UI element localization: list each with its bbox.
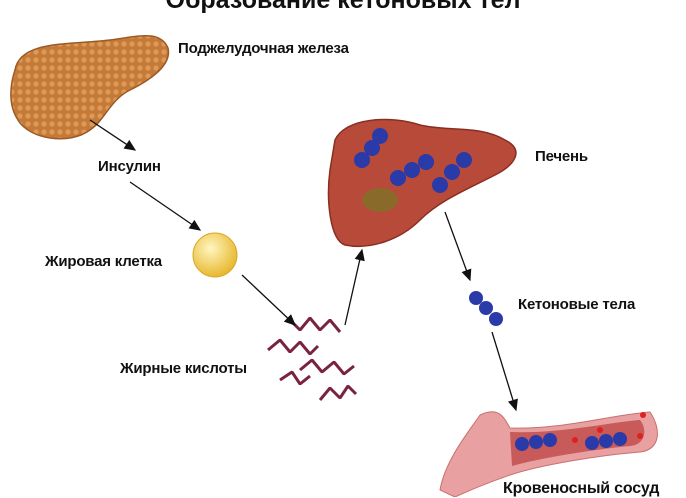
diagram-title: Образование кетоновых тел [165, 0, 521, 14]
arrow-fatcell-acids [241, 274, 296, 326]
label-ketone-bodies: Кетоновые тела [518, 296, 636, 313]
label-insulin: Инсулин [98, 158, 161, 175]
arrows [89, 119, 518, 412]
arrow-ketones-vessel [491, 331, 518, 412]
label-fatty-acids: Жирные кислоты [120, 360, 247, 377]
arrow-liver-ketones [444, 211, 472, 282]
label-pancreas: Поджелудочная железа [178, 40, 349, 57]
label-liver: Печень [535, 148, 588, 165]
label-blood-vessel: Кровеносный сосуд [503, 480, 660, 497]
pancreas-image [10, 35, 170, 140]
fat-cell-image [192, 232, 238, 278]
arrow-insulin-fatcell [129, 181, 202, 231]
ketone-bodies-image [469, 291, 503, 326]
liver-image [327, 118, 517, 247]
label-fat-cell: Жировая клетка [45, 253, 162, 270]
blood-vessel-image [439, 411, 658, 497]
arrow-acids-liver [344, 248, 365, 326]
fatty-acids-image [267, 317, 358, 401]
arrow-pancreas-insulin [89, 119, 137, 151]
